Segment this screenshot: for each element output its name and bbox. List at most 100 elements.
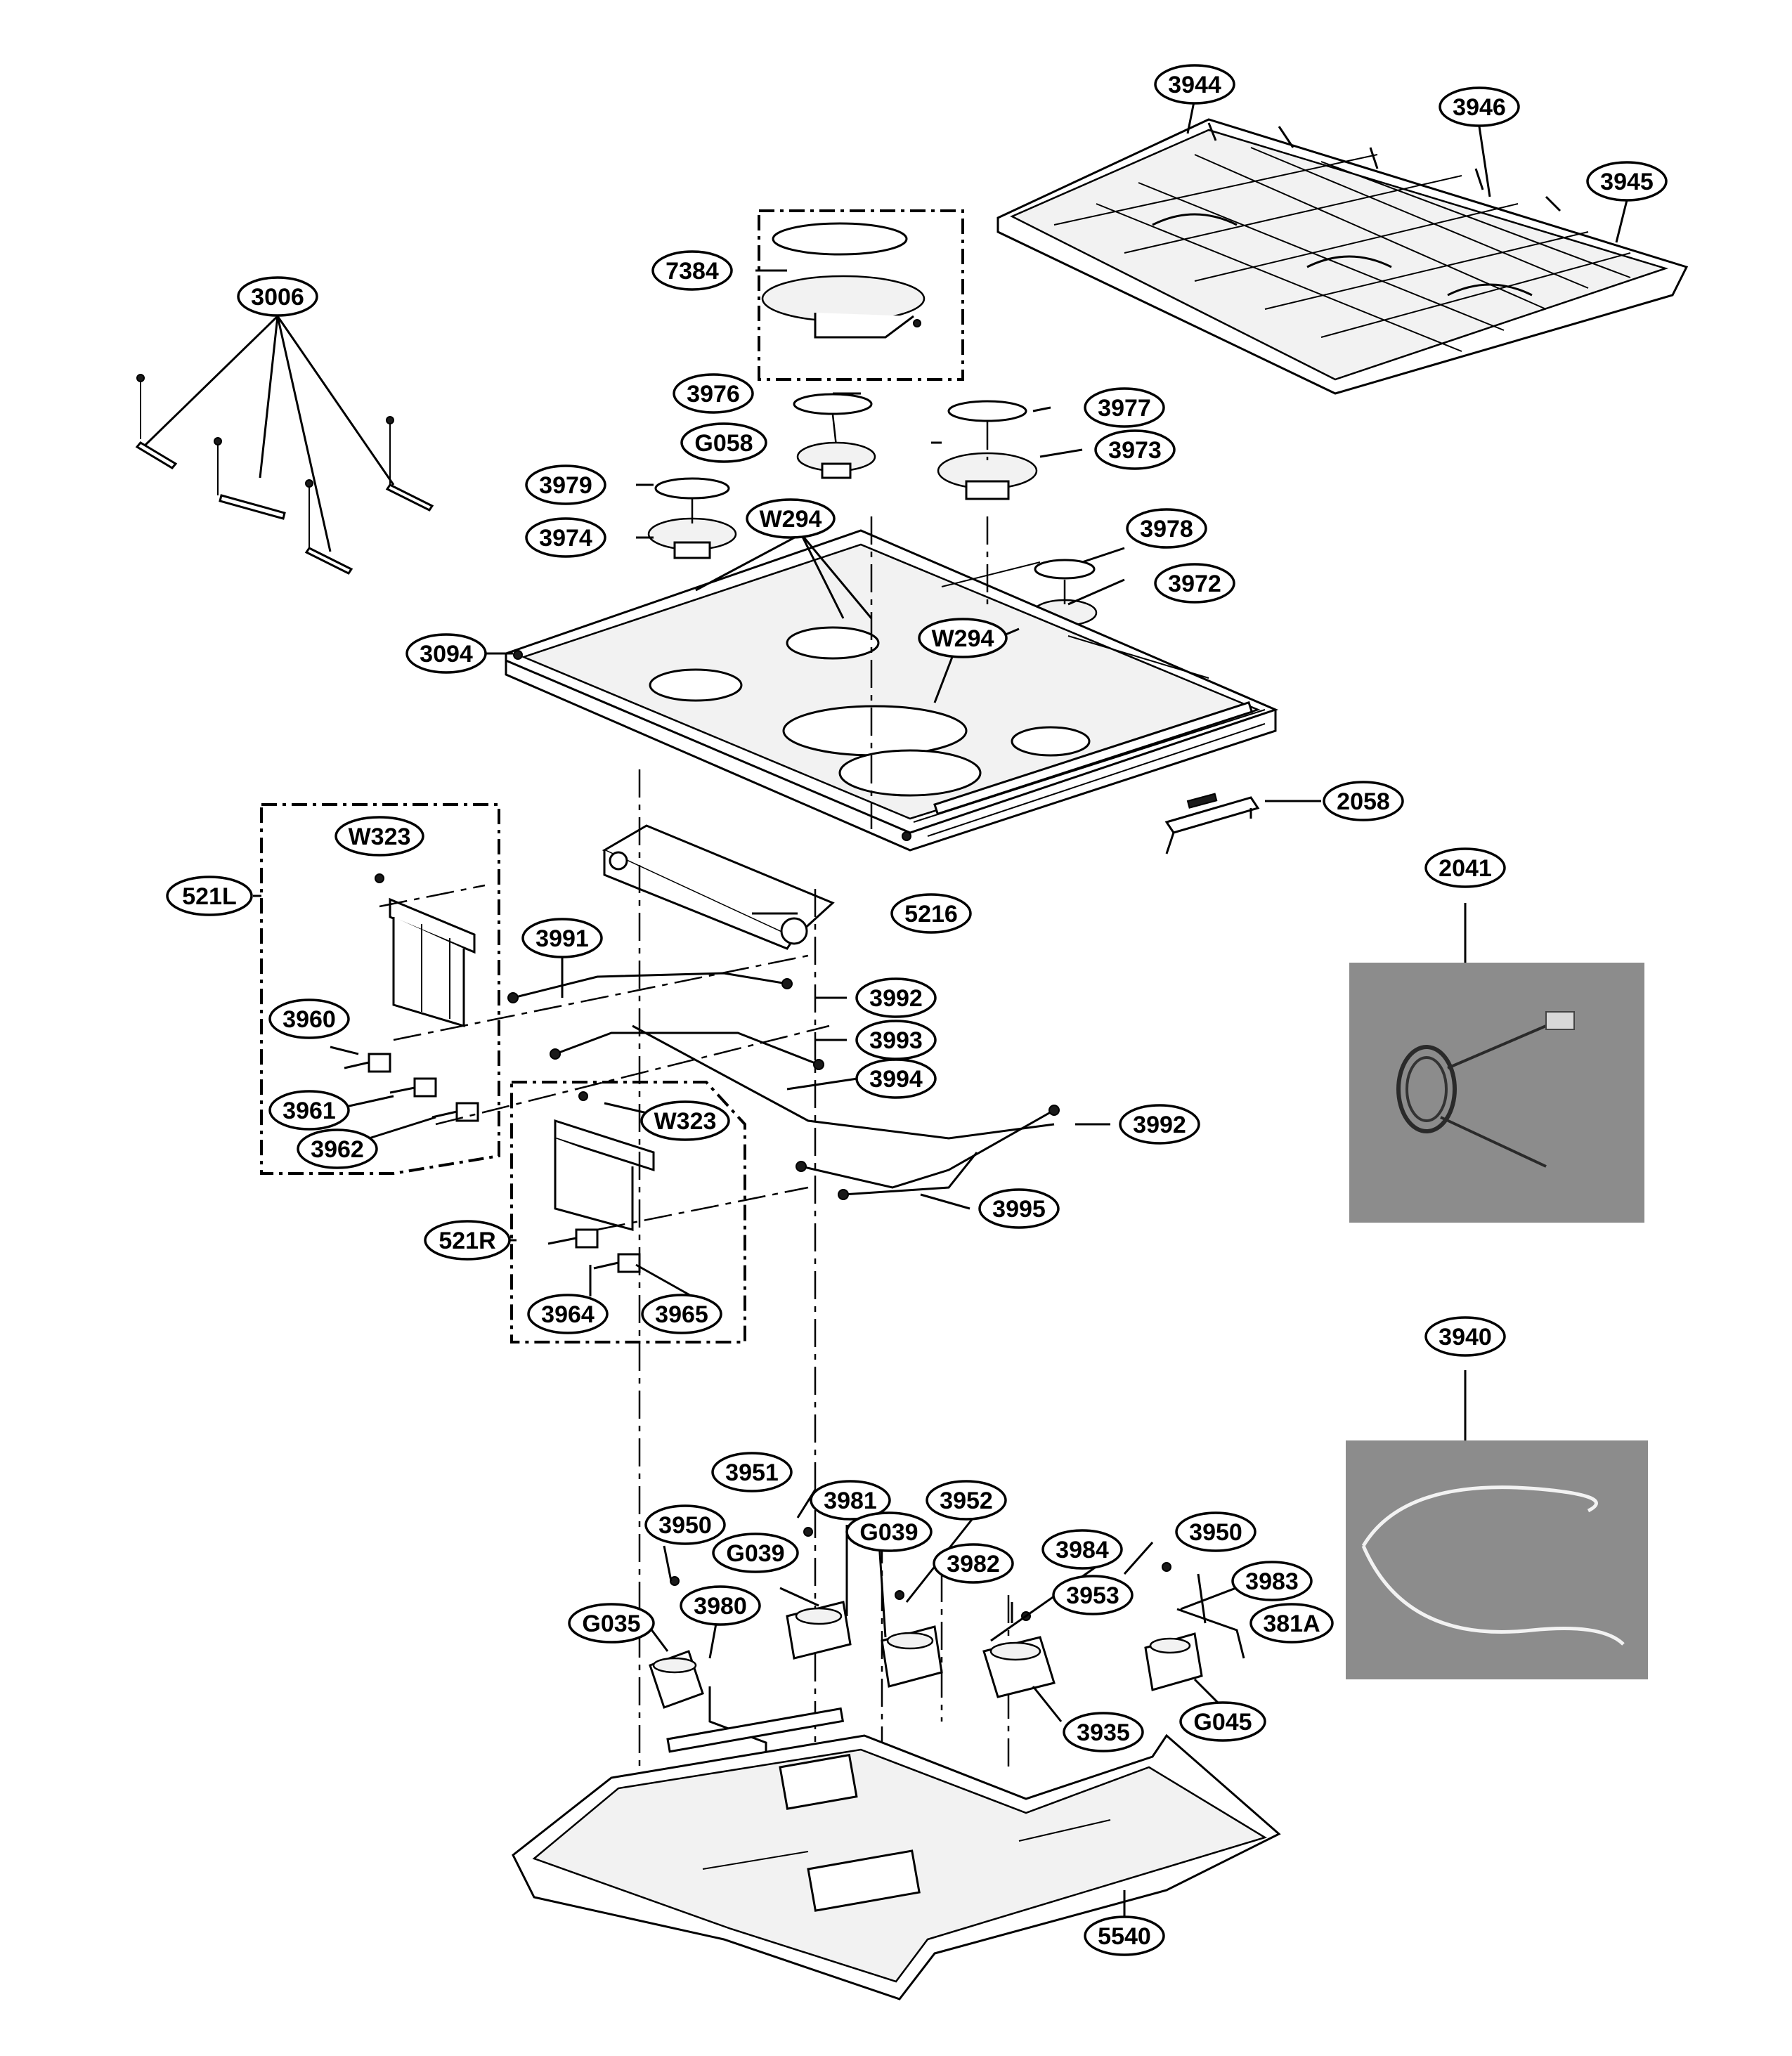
callout-label: 3946 [1453, 94, 1506, 121]
manifold-bracket [602, 824, 835, 950]
callout-3961[interactable]: 3961 [268, 1090, 350, 1131]
callout-label: 3982 [947, 1551, 1000, 1577]
callout-3945[interactable]: 3945 [1586, 161, 1668, 202]
callout-label: 3980 [694, 1593, 747, 1620]
callout-3984[interactable]: 3984 [1041, 1529, 1123, 1570]
callout-3952[interactable]: 3952 [926, 1480, 1007, 1521]
callout-3935[interactable]: 3935 [1063, 1712, 1144, 1752]
callout-3094[interactable]: 3094 [405, 633, 487, 674]
callout-381A[interactable]: 381A [1249, 1603, 1334, 1644]
callout-label: 3950 [1189, 1519, 1242, 1546]
callout-label: G045 [1193, 1709, 1252, 1736]
burner-grates [996, 118, 1689, 395]
callout-label: 3950 [658, 1512, 712, 1539]
callout-G058[interactable]: G058 [680, 422, 767, 463]
wire-harness-photo-2041 [1349, 963, 1644, 1223]
callout-3991[interactable]: 3991 [521, 918, 603, 958]
callout-label: 5540 [1098, 1923, 1151, 1950]
callout-label: 3994 [869, 1066, 923, 1093]
callout-label: 521R [439, 1228, 495, 1254]
gas-tubes [507, 972, 1060, 1200]
callout-label: 3972 [1168, 571, 1221, 597]
callout-3979[interactable]: 3979 [525, 464, 606, 505]
callout-G045[interactable]: G045 [1179, 1701, 1266, 1742]
callout-G039-left[interactable]: G039 [712, 1533, 799, 1573]
callout-3992-upper[interactable]: 3992 [855, 977, 937, 1018]
callout-3980[interactable]: 3980 [680, 1585, 761, 1626]
cooktop-frame [505, 529, 1279, 852]
callout-G039-right[interactable]: G039 [845, 1511, 933, 1552]
callout-3973[interactable]: 3973 [1094, 429, 1176, 470]
callout-5216[interactable]: 5216 [890, 893, 972, 934]
callout-3950-left[interactable]: 3950 [644, 1504, 726, 1545]
lower-burner-bases [649, 1527, 1245, 1771]
callout-3953[interactable]: 3953 [1052, 1575, 1134, 1615]
callout-3965[interactable]: 3965 [641, 1294, 722, 1334]
callout-label: 3983 [1245, 1568, 1299, 1595]
callout-3977[interactable]: 3977 [1084, 387, 1165, 428]
alignment-lines [379, 516, 1010, 1855]
callout-G035[interactable]: G035 [568, 1603, 655, 1644]
callout-3006[interactable]: 3006 [237, 276, 318, 317]
callout-label: 3945 [1600, 169, 1654, 195]
callout-3974[interactable]: 3974 [525, 517, 606, 558]
callout-label: 2041 [1439, 855, 1492, 882]
callout-2058[interactable]: 2058 [1323, 781, 1404, 821]
callout-3946[interactable]: 3946 [1439, 86, 1520, 127]
callout-label: 381A [1263, 1611, 1320, 1637]
callout-W323-left[interactable]: W323 [335, 816, 424, 857]
callout-label: 3976 [687, 381, 740, 408]
callout-2041[interactable]: 2041 [1424, 847, 1506, 888]
callout-5540[interactable]: 5540 [1084, 1915, 1165, 1956]
callout-521L[interactable]: 521L [166, 876, 253, 916]
callout-label: 3992 [869, 985, 923, 1012]
callout-label: 3952 [940, 1488, 993, 1514]
callout-W294-upper[interactable]: W294 [746, 498, 836, 539]
callout-label: G035 [582, 1611, 640, 1637]
callout-3950-right[interactable]: 3950 [1175, 1511, 1257, 1552]
callout-label: 3964 [541, 1301, 595, 1328]
callout-label: 521L [182, 883, 237, 910]
callout-3982[interactable]: 3982 [933, 1543, 1014, 1584]
switch-2058 [1164, 793, 1260, 854]
callout-3978[interactable]: 3978 [1126, 508, 1207, 549]
callout-label: 3978 [1140, 516, 1193, 542]
callout-label: 3961 [283, 1098, 336, 1124]
callout-521R[interactable]: 521R [424, 1220, 511, 1261]
callout-label: 3935 [1077, 1719, 1130, 1746]
burner-caps-and-bases [647, 393, 1098, 627]
callout-3964[interactable]: 3964 [527, 1294, 609, 1334]
callout-label: 3940 [1439, 1324, 1492, 1351]
left-valve-assembly [260, 803, 500, 1175]
callout-W294-lower[interactable]: W294 [918, 618, 1008, 658]
callout-3992-lower[interactable]: 3992 [1119, 1104, 1200, 1145]
callout-label: 3991 [535, 925, 589, 952]
oval-burner-assembly [758, 209, 964, 381]
callout-3993[interactable]: 3993 [855, 1020, 937, 1060]
callout-label: W323 [654, 1108, 717, 1135]
right-valve-assembly [510, 1081, 746, 1343]
callout-3960[interactable]: 3960 [268, 998, 350, 1039]
wire-harness-photo-3940 [1346, 1440, 1648, 1679]
callout-3981[interactable]: 3981 [810, 1480, 891, 1521]
callout-3972[interactable]: 3972 [1154, 563, 1235, 604]
callout-label: 3977 [1098, 395, 1151, 422]
callout-label: 3979 [539, 472, 592, 499]
callout-label: 3962 [311, 1136, 364, 1163]
callout-label: 3981 [824, 1488, 877, 1514]
callout-W323-right[interactable]: W323 [640, 1100, 730, 1141]
callout-label: 3995 [992, 1196, 1046, 1223]
callout-3995[interactable]: 3995 [978, 1188, 1060, 1229]
callout-3983[interactable]: 3983 [1231, 1561, 1313, 1601]
callout-3976[interactable]: 3976 [673, 373, 754, 414]
callout-3940[interactable]: 3940 [1424, 1316, 1506, 1357]
callout-label: 3944 [1168, 72, 1221, 98]
callout-3951[interactable]: 3951 [711, 1452, 793, 1492]
callout-3994[interactable]: 3994 [855, 1058, 937, 1099]
callout-label: W323 [349, 824, 411, 850]
callout-3962[interactable]: 3962 [297, 1128, 378, 1169]
callout-7384[interactable]: 7384 [651, 250, 733, 291]
callout-3944[interactable]: 3944 [1154, 64, 1235, 105]
callout-label: 3984 [1056, 1537, 1109, 1563]
